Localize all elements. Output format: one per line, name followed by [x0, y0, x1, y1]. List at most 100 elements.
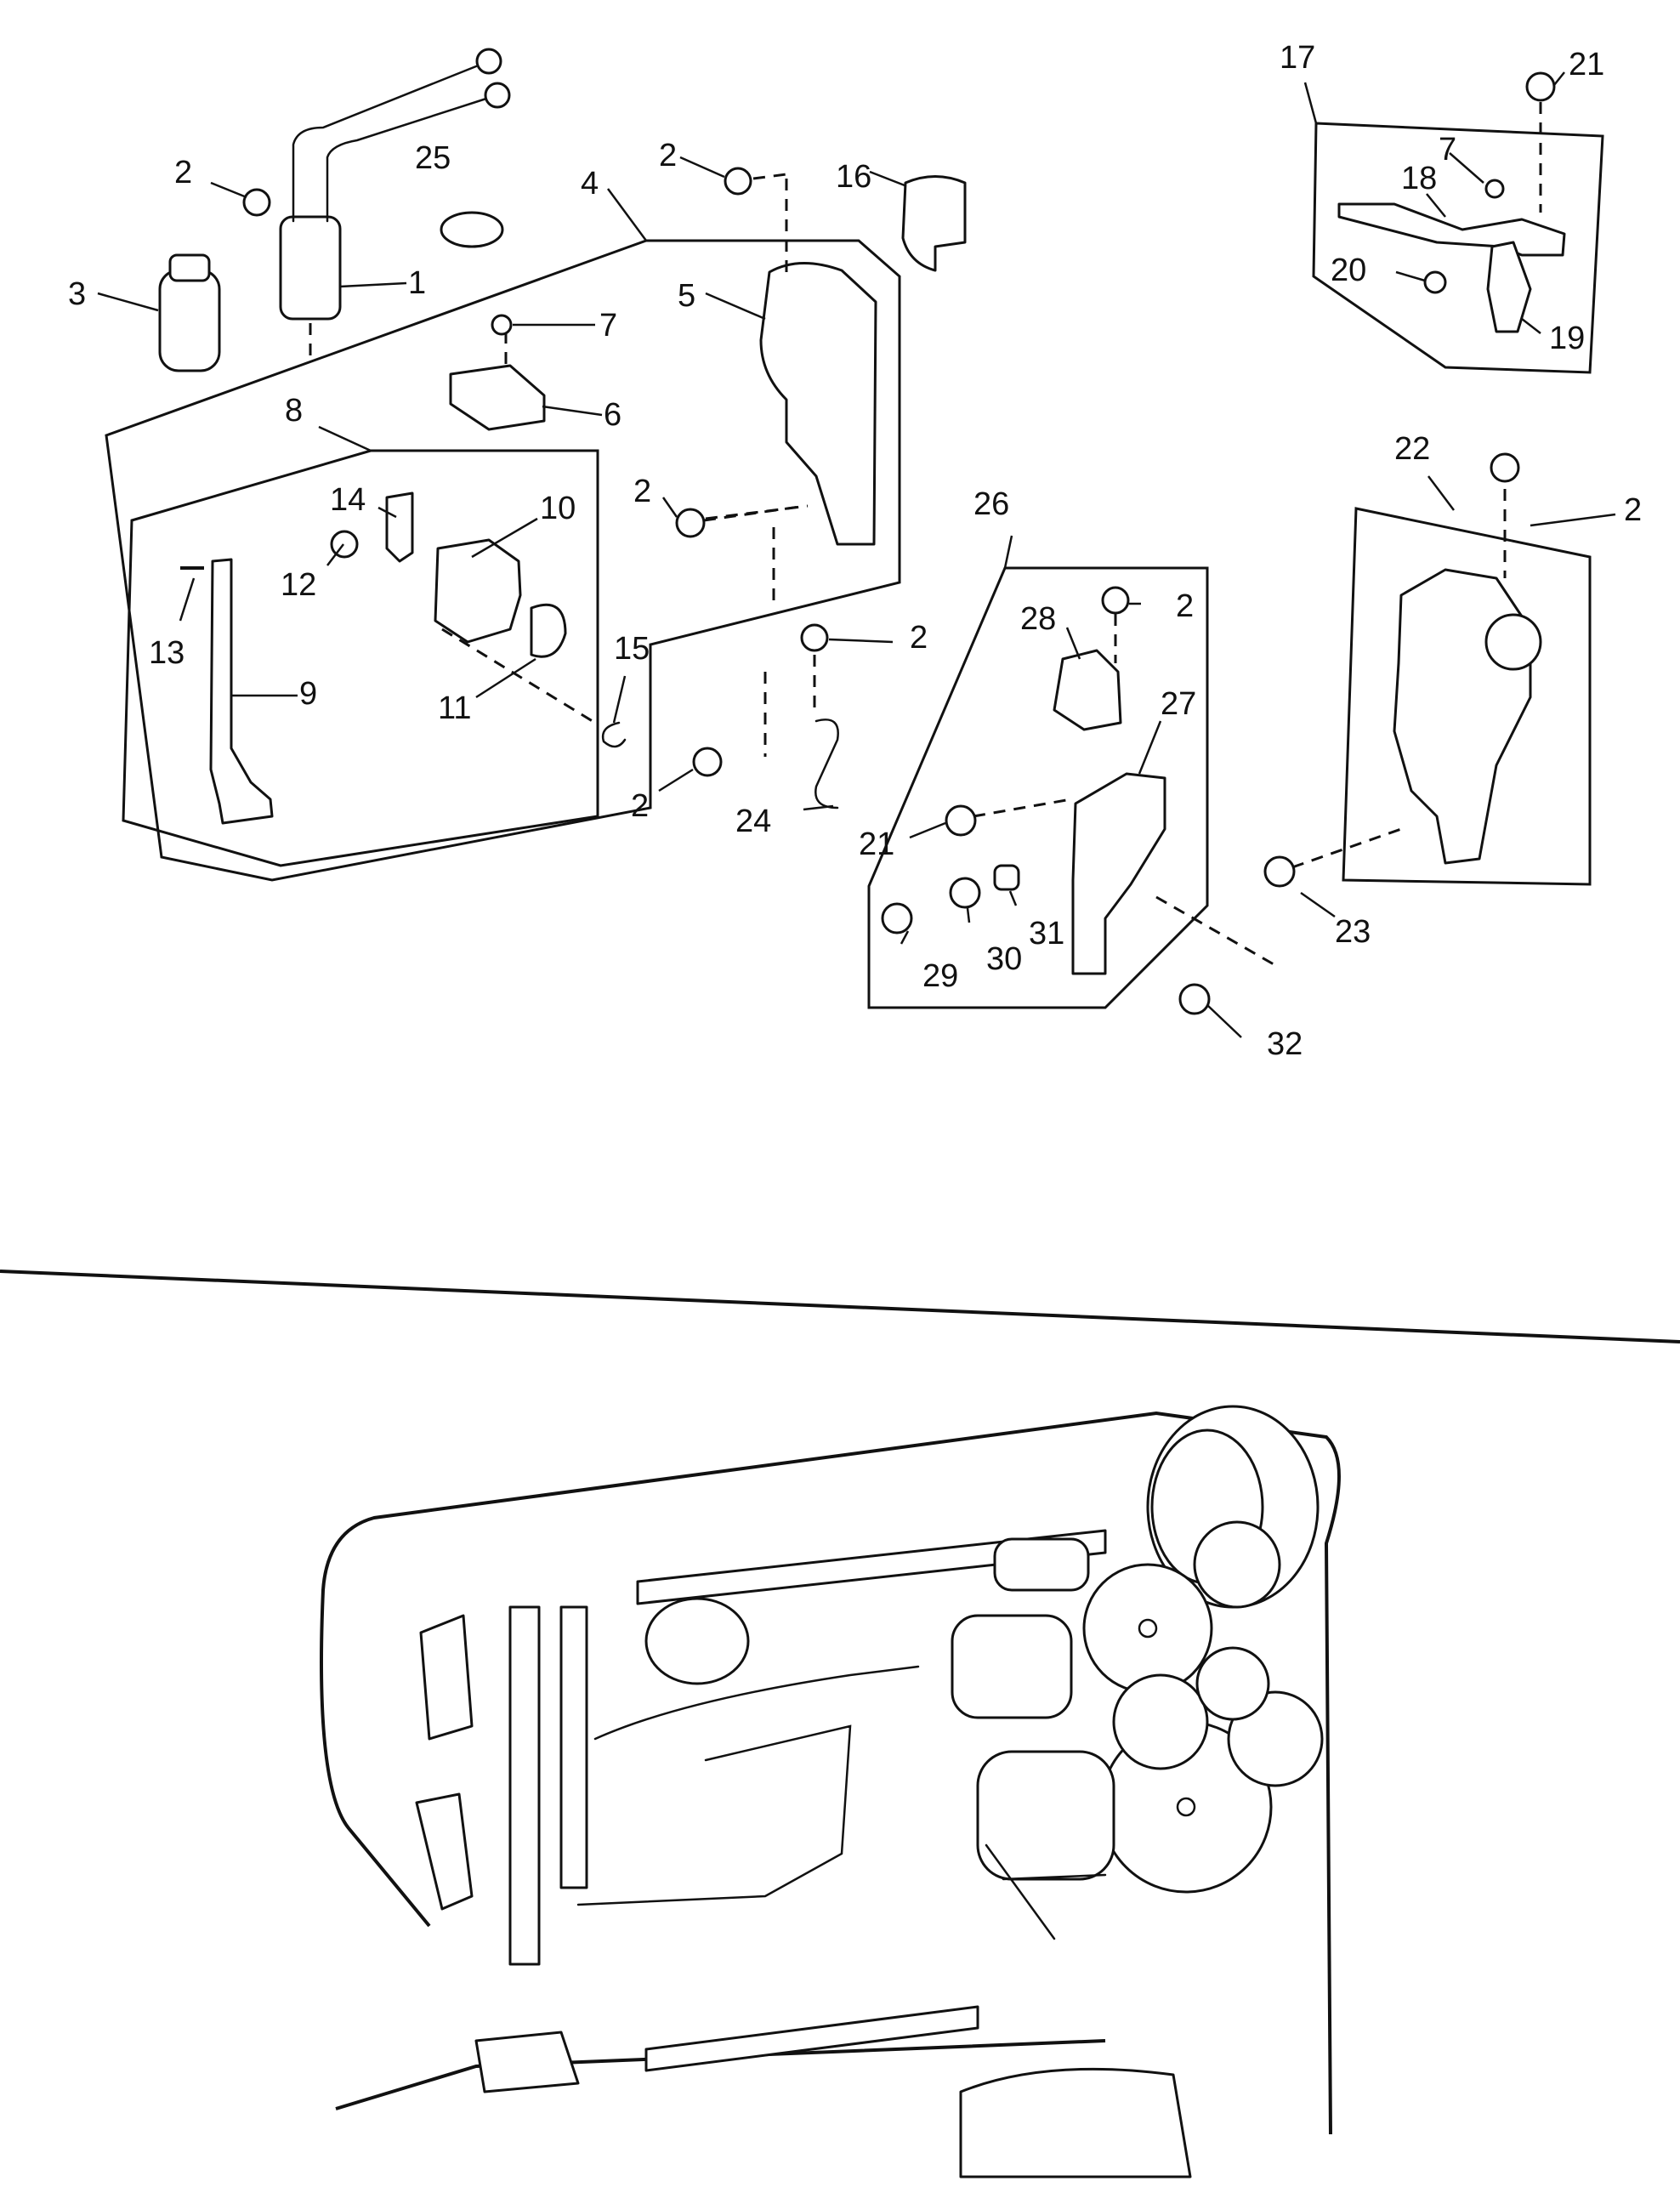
group-frame-22	[1342, 507, 1592, 886]
machine-base-line	[335, 2039, 1106, 2110]
part-19	[1486, 241, 1532, 333]
part-14	[385, 491, 414, 563]
callout-21b: 21	[859, 826, 894, 862]
gear-hub-b	[1176, 1797, 1196, 1817]
part-11	[530, 603, 567, 658]
callout-2c: 2	[633, 474, 651, 509]
lower-shaft	[644, 2005, 979, 2072]
part-23-guide	[1291, 827, 1402, 869]
cam-assembly	[951, 1614, 1073, 1719]
linkage-arm	[593, 1665, 920, 1741]
part-29	[881, 902, 913, 934]
part-25	[440, 211, 504, 248]
part-10	[434, 538, 522, 644]
gear-large-a	[1082, 1563, 1213, 1694]
part-7-nut	[491, 314, 513, 336]
part-1	[279, 48, 511, 357]
part-15	[601, 721, 627, 748]
left-lever	[415, 1792, 474, 1911]
callout-22: 22	[1394, 431, 1430, 467]
part-20	[1423, 270, 1447, 294]
gear-medium-a	[1193, 1520, 1281, 1609]
callout-6: 6	[604, 397, 621, 433]
part-2-screw-a	[242, 188, 271, 217]
callout-2f: 2	[1176, 588, 1194, 624]
arm-opening	[576, 1724, 852, 1906]
gear-medium-c	[1227, 1690, 1324, 1787]
gear-hub-a	[1138, 1618, 1158, 1639]
needle-bar	[508, 1605, 541, 1966]
callout-32: 32	[1267, 1026, 1303, 1062]
exploded-view: 1 2 3 4 5 6 7 8 9 10 11 12 13 14 15 16 1…	[68, 40, 1642, 1062]
callout-14: 14	[330, 482, 366, 518]
callout-12: 12	[281, 567, 316, 603]
part-21-guide	[973, 798, 1072, 818]
group-frame-4	[105, 239, 901, 882]
callout-7b: 7	[1439, 132, 1456, 168]
callout-10: 10	[540, 491, 576, 526]
callout-24: 24	[735, 804, 771, 839]
part-30	[949, 877, 981, 909]
part-22-gear	[1484, 613, 1542, 671]
part-3	[158, 253, 221, 372]
part-16	[901, 175, 967, 272]
part-28	[1053, 649, 1122, 731]
callout-17: 17	[1280, 40, 1315, 76]
part-2-top-22	[1490, 452, 1520, 483]
callout-19: 19	[1549, 321, 1585, 356]
callout-29: 29	[922, 958, 958, 994]
callout-11: 11	[438, 690, 471, 726]
lower-motor	[976, 1750, 1115, 1881]
callout-3: 3	[68, 276, 86, 312]
callout-7a: 7	[599, 308, 617, 344]
spring-coupling	[993, 1537, 1090, 1592]
section-divider	[0, 1270, 1680, 1343]
callout-26: 26	[973, 486, 1009, 522]
callout-2a: 2	[174, 155, 192, 190]
callout-2b: 2	[659, 138, 677, 173]
part-2-screw-f	[1101, 586, 1130, 615]
callout-25: 25	[415, 140, 451, 176]
part-24	[814, 719, 839, 809]
gear-small-a	[1195, 1646, 1270, 1721]
part-21-lower	[945, 804, 977, 837]
callout-4: 4	[581, 166, 599, 202]
part-2-guide-c	[703, 505, 800, 522]
part-2-screw-b	[724, 167, 752, 196]
part-32	[1178, 983, 1211, 1015]
part-6	[449, 364, 546, 431]
part-7-nut-17	[1484, 179, 1505, 199]
callout-15: 15	[614, 631, 650, 667]
callout-9: 9	[299, 676, 317, 712]
callout-31: 31	[1029, 916, 1064, 951]
part-2-guide-b	[752, 173, 787, 180]
callout-23: 23	[1335, 914, 1371, 950]
part-32-guide	[1155, 895, 1280, 969]
assembled-machine-view	[320, 1405, 1341, 2178]
callout-1: 1	[408, 265, 426, 301]
callout-30: 30	[986, 941, 1022, 977]
callout-21a: 21	[1569, 47, 1604, 82]
callout-13: 13	[149, 635, 184, 671]
main-shaft	[636, 1529, 1107, 1605]
part-23	[1263, 855, 1296, 888]
callout-2e: 2	[631, 788, 649, 824]
callout-18: 18	[1401, 161, 1437, 196]
part-15-guide	[441, 628, 596, 724]
upper-cylinder	[644, 1597, 750, 1685]
callout-28: 28	[1020, 601, 1056, 637]
lower-linkage	[985, 1843, 1107, 1940]
part-2-screw-e	[692, 747, 723, 777]
callout-20: 20	[1331, 253, 1366, 288]
callout-27: 27	[1161, 686, 1196, 722]
part-2-screw-c	[675, 508, 706, 538]
callout-2d: 2	[910, 620, 928, 656]
callout-labels: 1 2 3 4 5 6 7 8 9 10 11 12 13 14 15 16 1…	[68, 40, 1642, 1062]
part-18	[1337, 202, 1566, 257]
callout-5: 5	[678, 278, 695, 314]
presser-foot	[474, 2031, 580, 2093]
leader-lines	[97, 71, 1616, 1038]
gear-medium-b	[1112, 1673, 1209, 1770]
callout-16: 16	[836, 159, 871, 195]
